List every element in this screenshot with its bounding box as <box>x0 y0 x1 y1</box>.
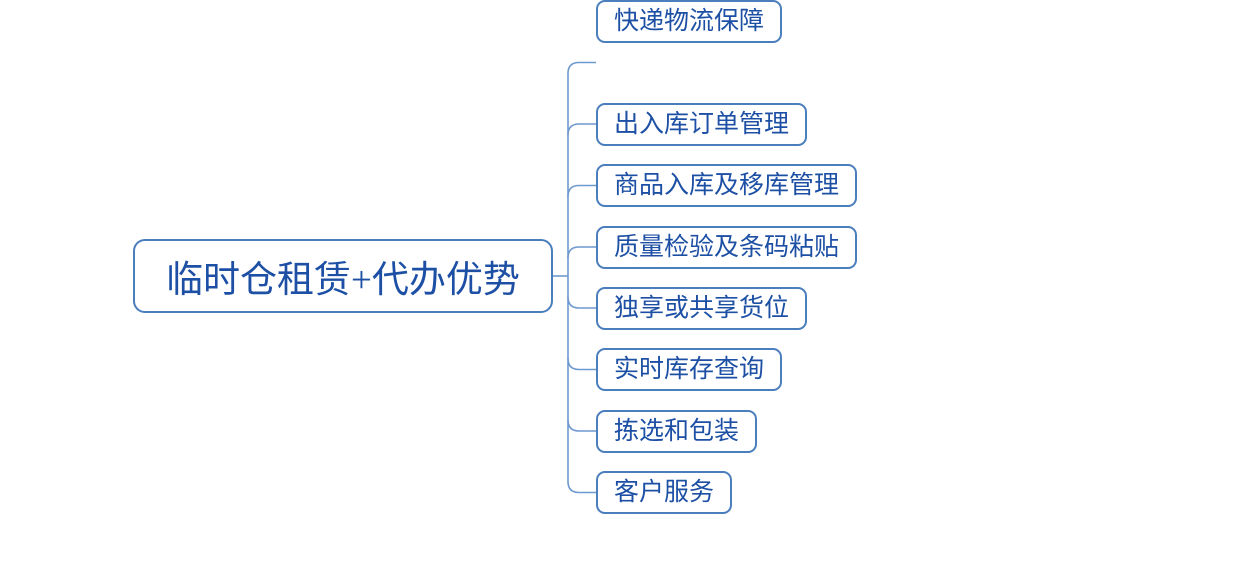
child-node-customer-service[interactable]: 客户服务 <box>596 471 733 514</box>
child-node-quality-barcode[interactable]: 质量检验及条码粘贴 <box>596 226 858 269</box>
child-node-picking-packing[interactable]: 拣选和包装 <box>596 410 758 453</box>
root-node[interactable]: 临时仓租赁+代办优势 <box>133 239 553 313</box>
connector-elbow-child-3 <box>567 184 596 197</box>
child-node-order-management[interactable]: 出入库订单管理 <box>596 103 808 146</box>
child-node-realtime-inventory[interactable]: 实时库存查询 <box>596 348 783 391</box>
child-node-shared-slots[interactable]: 独享或共享货位 <box>596 287 808 330</box>
child-node-express-logistics[interactable]: 快递物流保障 <box>596 0 783 43</box>
connector-elbow-child-7 <box>567 419 596 432</box>
connector-elbow-child-5 <box>567 296 596 309</box>
connector-elbow-child-2 <box>567 123 596 136</box>
connector-elbow-child-6 <box>567 358 596 371</box>
connector-elbow-child-4 <box>567 246 596 259</box>
child-node-inbound-relocation[interactable]: 商品入库及移库管理 <box>596 164 858 207</box>
connector-spine <box>567 61 596 494</box>
